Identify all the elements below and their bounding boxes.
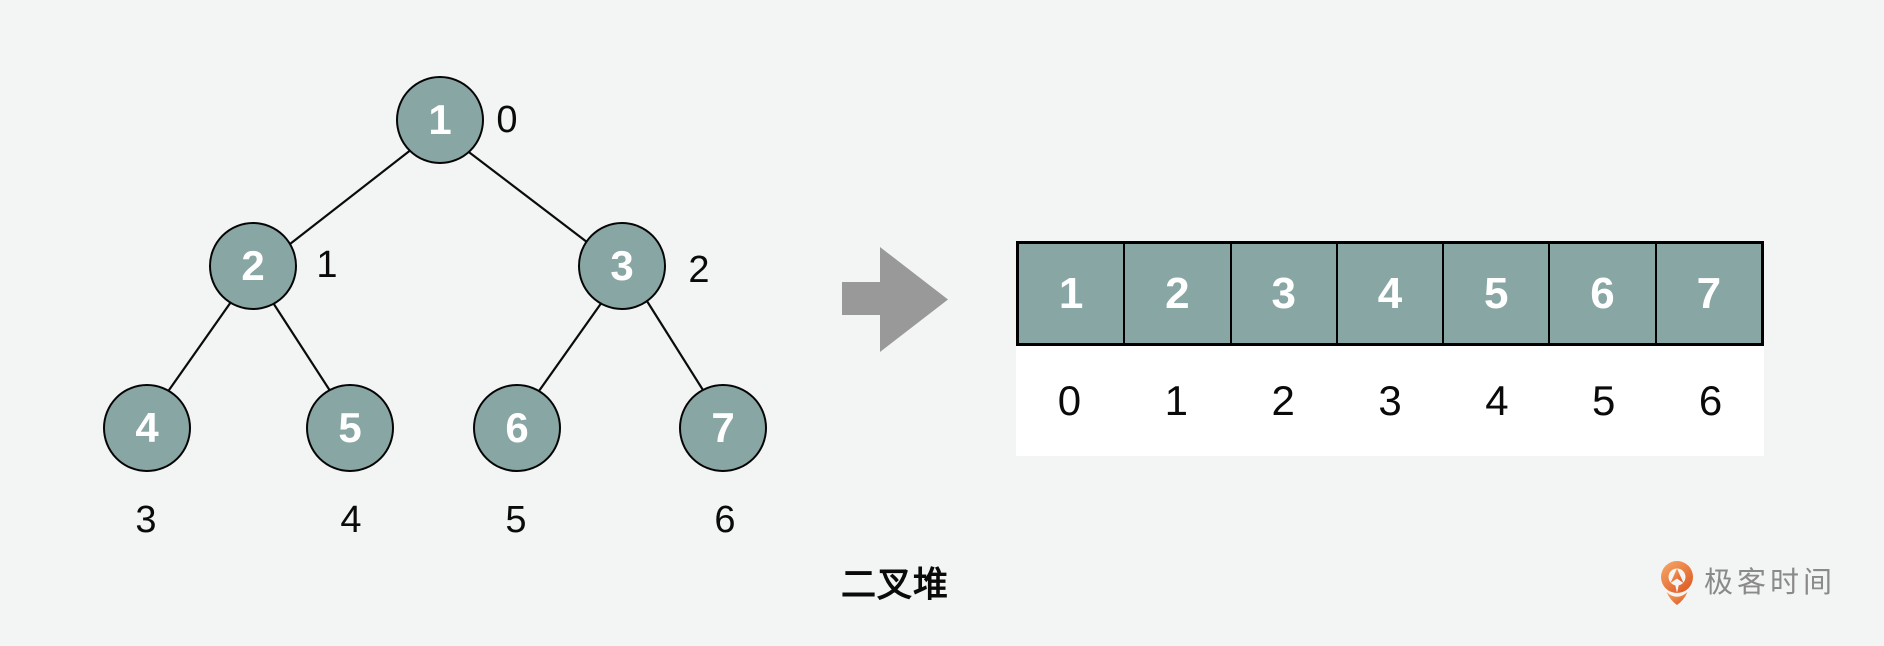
tree-node-6: 6 — [473, 384, 561, 472]
node-index-label-3: 3 — [135, 499, 157, 541]
tree-node-4: 4 — [103, 384, 191, 472]
edge-2-5 — [267, 294, 337, 401]
array-cell-0: 1 — [1058, 268, 1084, 318]
geektime-logo: 极客时间 — [1659, 560, 1836, 606]
node-index-label-4: 4 — [340, 499, 362, 541]
array-index-5: 5 — [1592, 377, 1616, 424]
array-cell-3: 4 — [1335, 244, 1442, 343]
array-cell-6: 7 — [1654, 244, 1761, 343]
array-index-6: 6 — [1698, 377, 1723, 424]
array-representation: 1 2 3 4 5 6 7 0 1 2 3 4 5 6 — [1016, 241, 1764, 456]
edge-2-4 — [161, 291, 239, 401]
right-arrow-icon — [842, 247, 948, 352]
figure-title: 二叉堆 — [840, 565, 950, 605]
geektime-pin-icon — [1661, 561, 1693, 605]
array-index-3: 3 — [1378, 377, 1402, 424]
tree-node-2: 2 — [209, 222, 297, 310]
edge-3-6 — [533, 294, 608, 399]
array-cell-4: 5 — [1442, 244, 1548, 343]
tree-node-3: 3 — [578, 222, 666, 310]
array-cell-2: 3 — [1229, 244, 1336, 343]
array-index-2: 2 — [1271, 377, 1295, 424]
array-index-4: 4 — [1485, 377, 1509, 424]
edge-3-7 — [639, 289, 709, 399]
tree-node-7: 7 — [679, 384, 767, 472]
array-cell-5: 6 — [1548, 244, 1654, 343]
array-value-row: 1 2 3 4 5 6 7 — [1016, 241, 1764, 346]
edge-1-2 — [271, 134, 431, 259]
array-index-row: 0 1 2 3 4 5 6 — [1016, 346, 1764, 456]
edge-1-3 — [452, 139, 601, 253]
geektime-logo-text: 极客时间 — [1704, 566, 1837, 599]
array-index-1: 1 — [1164, 377, 1188, 424]
node-index-label-2: 2 — [688, 249, 710, 291]
node-index-label-5: 5 — [505, 499, 527, 541]
array-index-0: 0 — [1057, 377, 1082, 424]
tree-node-5: 5 — [306, 384, 394, 472]
node-index-label-6: 6 — [714, 499, 736, 541]
array-cell-1: 2 — [1123, 244, 1229, 343]
node-index-label-0: 0 — [496, 99, 518, 141]
tree-node-1: 1 — [396, 76, 484, 164]
node-index-label-1: 1 — [316, 244, 338, 286]
